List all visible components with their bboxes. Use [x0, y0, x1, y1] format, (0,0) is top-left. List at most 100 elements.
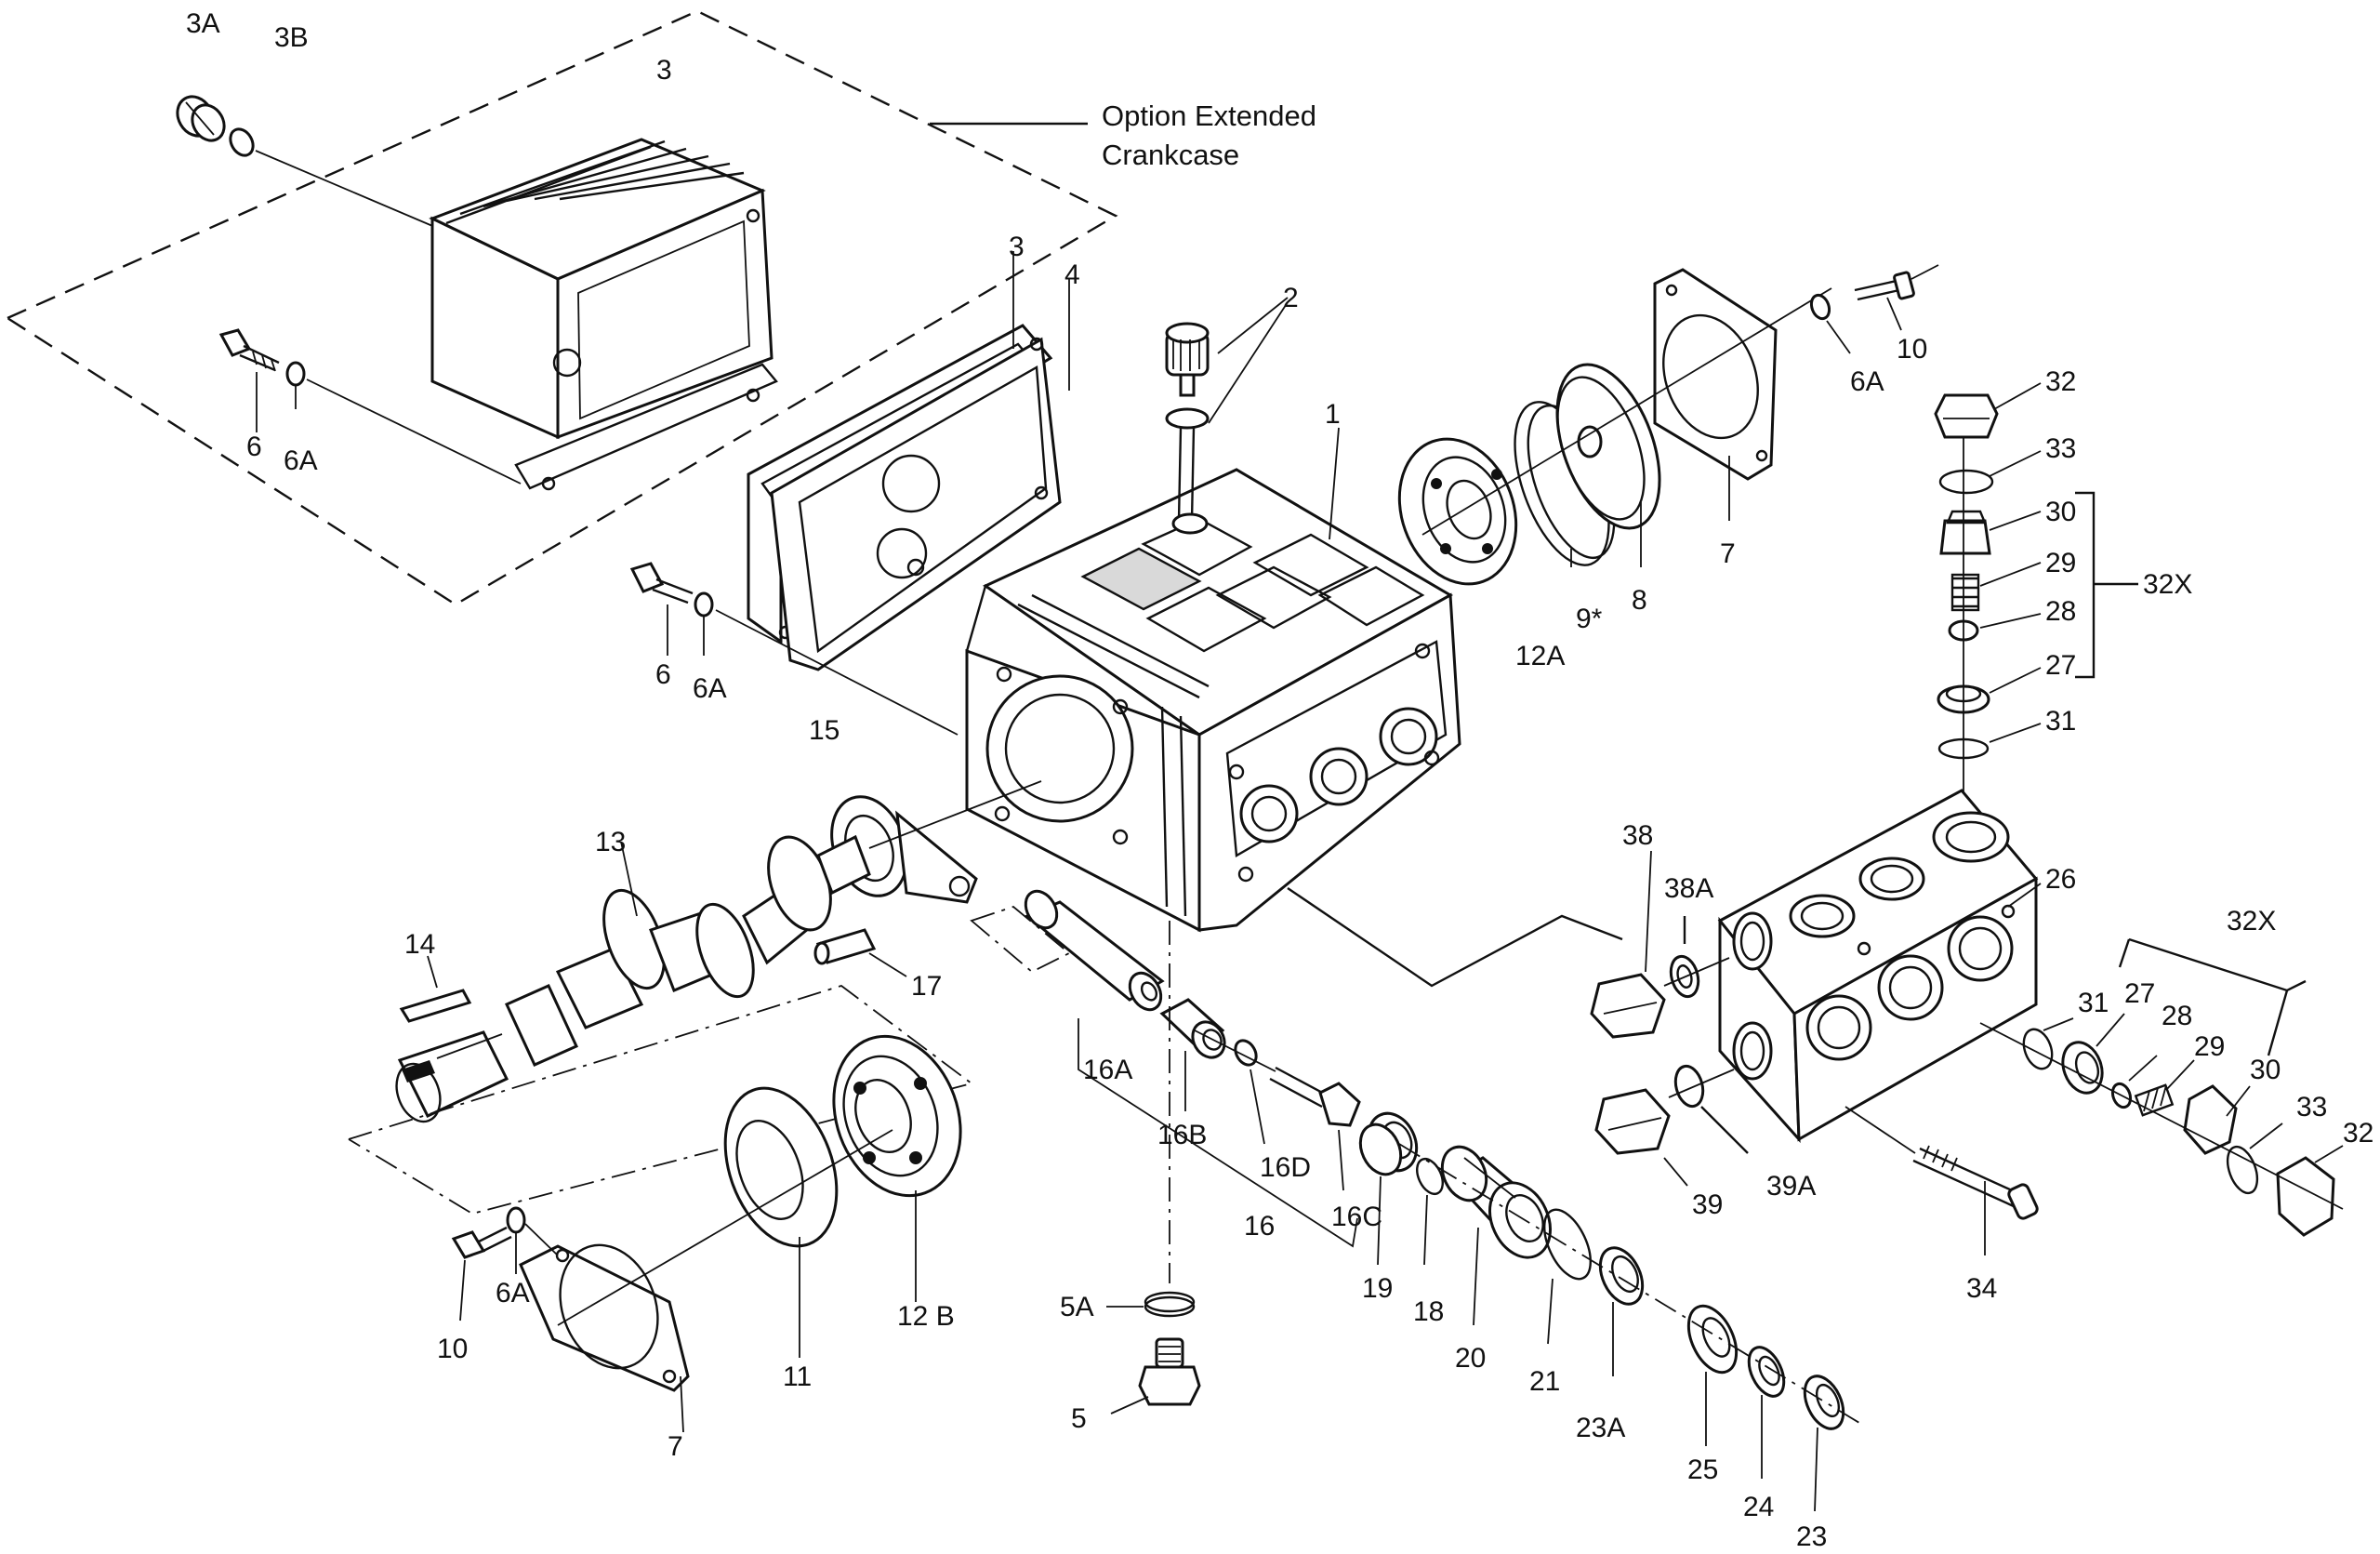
part-labels: 3A 3B 3 3 4 2 1 6 6A 6 6A 6A 10 7 8 9* 1…	[186, 8, 2373, 1552]
part-5A-washer	[1144, 1291, 1196, 1318]
part-34-stud-bolt	[1912, 1145, 2039, 1220]
label-29-right: 29	[2194, 1031, 2225, 1062]
label-39A: 39A	[1766, 1171, 1816, 1202]
part-7-bearing-cover-bottom	[519, 1243, 690, 1392]
label-28-top: 28	[2045, 596, 2076, 627]
part-38-plug	[1590, 973, 1666, 1039]
part-1-crankcase-body	[965, 468, 1461, 933]
label-3-gasket: 3	[1009, 232, 1025, 262]
part-39-plug	[1594, 1088, 1671, 1155]
part-33-oring-top	[1938, 469, 1994, 495]
part-6A-washer-top	[1809, 293, 1831, 321]
part-12A-bearing	[1397, 437, 1518, 586]
label-3A: 3A	[186, 8, 220, 39]
part-18-oring	[1416, 1157, 1444, 1196]
part-31-oring-right	[2022, 1028, 2054, 1070]
label-29-top: 29	[2045, 548, 2076, 578]
part-27-valve-seat-right	[2061, 1041, 2104, 1095]
label-10-top: 10	[1897, 334, 1927, 365]
part-11-oil-seal	[723, 1086, 839, 1248]
label-16A: 16A	[1083, 1055, 1132, 1085]
label-17: 17	[911, 971, 942, 1002]
part-6A-washer-b	[694, 591, 714, 618]
label-3-extended-cover: 3	[656, 55, 672, 86]
label-6A-b: 6A	[693, 673, 727, 704]
part-25-seal-support	[1686, 1304, 1739, 1375]
label-39: 39	[1692, 1189, 1723, 1220]
label-32-top: 32	[2045, 366, 2076, 397]
label-20: 20	[1455, 1343, 1486, 1374]
part-17-wrist-pin	[813, 928, 877, 965]
crankshaft-bearing-group-box	[348, 985, 974, 1215]
label-16C: 16C	[1331, 1202, 1382, 1232]
part-24-seal	[1747, 1346, 1786, 1398]
label-26: 26	[2045, 864, 2076, 895]
label-28-right: 28	[2162, 1001, 2192, 1031]
label-6A-bottom: 6A	[496, 1278, 530, 1308]
part-29-spring-top	[1950, 573, 1980, 612]
label-5: 5	[1071, 1403, 1087, 1434]
part-14-key	[399, 989, 472, 1023]
label-25: 25	[1687, 1454, 1718, 1485]
part-10-bolt-top	[1854, 271, 1915, 301]
label-13: 13	[595, 827, 626, 857]
label-16D: 16D	[1260, 1152, 1311, 1183]
part-16C-plunger-bolt	[1269, 1066, 1361, 1127]
label-32-right: 32	[2343, 1118, 2373, 1149]
part-3B-seal-ring	[229, 127, 255, 157]
label-6A-top: 6A	[1850, 366, 1884, 397]
part-6A-washer-bottom	[506, 1206, 526, 1234]
part-10-bolt-bottom	[451, 1226, 512, 1259]
label-38: 38	[1622, 820, 1653, 851]
part-21-oring	[1543, 1208, 1592, 1281]
part-29-spring-right	[2134, 1083, 2175, 1117]
part-32-plug-top	[1934, 393, 1999, 439]
label-6-a: 6	[246, 432, 262, 462]
label-27-top: 27	[2045, 650, 2076, 681]
label-7-bottom: 7	[668, 1431, 683, 1462]
label-12A: 12A	[1515, 641, 1565, 671]
part-13-crankshaft	[395, 834, 871, 1123]
part-2-oil-filler-cap	[1165, 322, 1210, 535]
label-5A: 5A	[1060, 1292, 1094, 1322]
label-34: 34	[1966, 1273, 1997, 1304]
part-6-bolt-a	[218, 328, 280, 372]
label-33-top: 33	[2045, 433, 2076, 464]
label-23: 23	[1796, 1521, 1827, 1552]
extended-crankcase-caption-line1: Option Extended	[1102, 100, 1316, 132]
part-5-drain-plug	[1138, 1337, 1201, 1406]
label-1: 1	[1325, 399, 1341, 430]
label-12B: 12 B	[897, 1301, 955, 1332]
part-12B-bearing	[832, 1034, 962, 1198]
label-31-top: 31	[2045, 706, 2076, 737]
label-4: 4	[1064, 259, 1080, 290]
part-33-oring-right	[2226, 1145, 2259, 1195]
part-30-valve-cage-top	[1939, 510, 1991, 555]
part-19-seal-retainer	[1358, 1111, 1419, 1176]
label-27-right: 27	[2124, 978, 2155, 1009]
part-23-seal	[1803, 1375, 1845, 1430]
label-8: 8	[1632, 585, 1647, 616]
label-19: 19	[1362, 1273, 1393, 1304]
label-31-right: 31	[2078, 988, 2109, 1018]
label-30-top: 30	[2045, 497, 2076, 527]
label-21: 21	[1529, 1366, 1560, 1397]
label-23A: 23A	[1576, 1413, 1625, 1443]
label-7-top: 7	[1720, 538, 1736, 569]
part-8-seal-housing	[1555, 363, 1661, 530]
label-6A-a: 6A	[284, 445, 318, 476]
label-6-b: 6	[655, 659, 671, 690]
label-14: 14	[404, 929, 435, 960]
label-10-bottom: 10	[437, 1334, 468, 1364]
part-16A-plunger	[1024, 889, 1165, 1012]
part-6A-washer-a	[285, 361, 306, 387]
label-11: 11	[783, 1361, 812, 1392]
part-30-valve-cage-right	[2183, 1084, 2238, 1155]
label-16: 16	[1244, 1211, 1275, 1242]
part-39A-washer	[1673, 1064, 1705, 1109]
part-7-bearing-cover-top	[1653, 268, 1778, 481]
label-9: 9*	[1576, 604, 1603, 634]
label-18: 18	[1413, 1296, 1444, 1327]
part-16D-washer	[1234, 1039, 1258, 1067]
